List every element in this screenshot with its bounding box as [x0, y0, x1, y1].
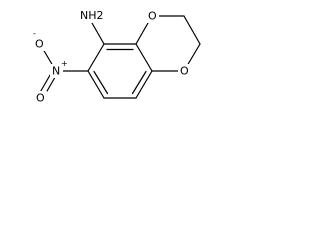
chemical-structure: NH2 O O N + O - O	[33, 7, 201, 105]
dioxane-ring	[135, 15, 201, 72]
amine-element: N	[80, 9, 88, 22]
benzene-ring	[87, 43, 153, 99]
nitro-oxygen-double-mask	[34, 91, 47, 105]
nitro-group	[37, 43, 89, 99]
nitro-oxygen-double-label: O	[36, 92, 45, 105]
nitro-nitrogen-mask	[50, 64, 63, 78]
amine-hydrogens: H2	[88, 9, 103, 22]
bond-c3-c4-inner	[131, 70, 147, 95]
bond-c2-c3	[135, 43, 153, 72]
nitro-nitrogen-label: N	[52, 65, 60, 78]
ring-oxygen-bottom-mask	[178, 64, 191, 78]
bond-c5-c6-inner	[93, 70, 109, 95]
ring-oxygen-top-mask	[146, 9, 159, 23]
nitro-oxygen-minus-mask	[33, 37, 46, 51]
nitro-oxygen-minus-charge: -	[33, 29, 36, 38]
amine-mask	[79, 7, 101, 23]
ring-oxygen-bottom-label: O	[180, 65, 189, 78]
nitro-oxygen-minus-label: O	[35, 38, 44, 51]
nitro-nitrogen-charge: +	[61, 59, 68, 68]
bond-c3-c4	[135, 70, 153, 99]
ring-oxygen-top-label: O	[148, 10, 157, 23]
bond-c5-c6	[87, 70, 105, 99]
amine-label: NH2	[80, 9, 104, 22]
bond-ch2-ch2	[183, 15, 201, 45]
bond-c6-c1	[87, 43, 105, 72]
